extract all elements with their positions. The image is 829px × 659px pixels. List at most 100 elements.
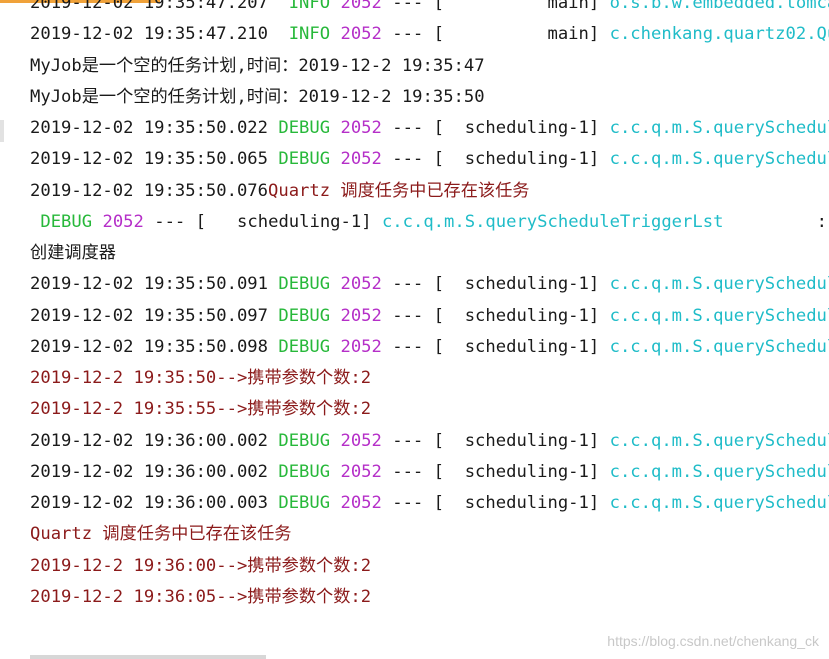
log-level: INFO [288,0,331,13]
log-separator: --- [392,0,424,13]
log-thread-bracket: [ [433,305,444,326]
log-thread: scheduling-1] [464,305,600,326]
log-separator: --- [392,24,424,45]
log-thread: main] [547,24,600,45]
log-separator: --- [392,461,424,482]
log-logger: c.c.q.m.S.querySchedule [609,493,829,513]
console-line: 2019-12-02 19:36:00.002 DEBUG 2052 --- [… [30,457,829,488]
console-line: 2019-12-2 19:35:55-->携带参数个数:2 [30,394,829,425]
log-thread: scheduling-1] [464,430,600,451]
log-timestamp: 2019-12-02 19:35:50.022 [30,118,268,138]
log-logger: c.c.q.m.S.querySchedule [609,336,829,357]
log-timestamp: 2019-12-02 19:35:50.065 [30,149,268,170]
log-thread: scheduling-1] [464,274,600,295]
console-line: 2019-12-02 19:35:50.076Quartz 调度任务中已存在该任… [30,176,829,207]
log-logger: c.c.q.m.S.querySchedule [609,149,829,170]
log-thread-bracket: [ [433,430,444,451]
log-pid: 2052 [340,305,382,326]
log-level: DEBUG [40,211,93,232]
log-thread: scheduling-1] [464,461,600,482]
program-output: Quartz 调度任务中已存在该任务 [268,180,530,201]
console-text: MyJob是一个空的任务计划,时间：2019-12-2 19:35:47 [30,55,485,76]
log-logger: c.c.q.m.S.querySchedule [609,461,829,482]
log-thread-bracket: [ [433,274,444,295]
log-level: DEBUG [278,461,331,482]
log-thread: scheduling-1] [464,493,600,513]
log-logger: c.c.q.m.S.querySchedule [609,118,829,138]
log-separator: --- [392,274,424,295]
log-separator: --- [392,149,424,170]
log-separator: --- [392,118,424,138]
console-line: 2019-12-02 19:35:50.098 DEBUG 2052 --- [… [30,332,829,363]
log-pid: 2052 [340,149,382,170]
log-separator: --- [392,430,424,451]
console-line: DEBUG 2052 --- [ scheduling-1] c.c.q.m.S… [30,207,829,238]
log-logger: c.chenkang.quartz02.Qua [609,24,829,45]
log-thread: scheduling-1] [464,149,600,170]
log-separator: --- [392,305,424,326]
log-pid: 2052 [340,0,382,13]
console-line: 2019-12-2 19:36:00-->携带参数个数:2 [30,551,829,582]
active-tab-indicator [0,0,160,3]
console-line: 2019-12-02 19:35:50.065 DEBUG 2052 --- [… [30,144,829,175]
log-tail: : <== [816,211,827,232]
console-line: 2019-12-02 19:36:00.003 DEBUG 2052 --- [… [30,488,829,519]
log-pid: 2052 [102,211,144,232]
log-pid: 2052 [340,24,382,45]
log-level: DEBUG [278,149,331,170]
console-line: 2019-12-2 19:36:05-->携带参数个数:2 [30,582,829,613]
log-logger: c.c.q.m.S.querySchedule [609,274,829,295]
console-line: 2019-12-2 19:35:50-->携带参数个数:2 [30,363,829,394]
log-timestamp: 2019-12-02 19:35:50.076 [30,180,268,201]
log-logger: c.c.q.m.S.querySchedule [609,305,829,326]
log-thread-bracket: [ [433,0,444,13]
log-thread-bracket: [ [433,118,444,138]
log-thread-bracket: [ [433,461,444,482]
log-level: DEBUG [278,430,331,451]
console-text: 创建调度器 [30,243,116,263]
log-level: DEBUG [278,336,331,357]
console-toolbar-edge [0,0,829,14]
log-thread-bracket: [ [195,211,206,232]
console-line: 2019-12-02 19:35:50.091 DEBUG 2052 --- [… [30,269,829,300]
gutter-marker [0,120,4,142]
console-line: MyJob是一个空的任务计划,时间：2019-12-2 19:35:47 [30,51,829,82]
log-pid: 2052 [340,430,382,451]
log-pid: 2052 [340,274,382,295]
log-thread: scheduling-1] [464,118,600,138]
log-timestamp: 2019-12-02 19:36:00.002 [30,430,268,451]
console-line: 2019-12-02 19:35:47.207 INFO 2052 --- [ … [30,0,829,19]
log-logger: c.c.q.m.S.queryScheduleTriggerLst [381,211,724,232]
program-output: 2019-12-2 19:35:55-->携带参数个数:2 [30,399,372,420]
log-thread-bracket: [ [433,336,444,357]
log-level: INFO [288,24,331,45]
log-timestamp: 2019-12-02 19:36:00.002 [30,461,268,482]
log-timestamp: 2019-12-02 19:35:47.207 [30,0,268,13]
watermark-text: https://blog.csdn.net/chenkang_ck [607,633,819,649]
horizontal-scrollbar-thumb[interactable] [30,655,266,659]
log-timestamp: 2019-12-02 19:35:47.210 [30,24,268,45]
log-thread: scheduling-1] [464,336,600,357]
log-logger: o.s.b.w.embedded.tomcat [609,0,829,13]
console-line: 2019-12-02 19:36:00.002 DEBUG 2052 --- [… [30,426,829,457]
log-lines: 2019-12-02 19:35:47.207 INFO 2052 --- [ … [30,0,829,613]
log-thread: main] [547,0,600,13]
log-thread-bracket: [ [433,24,444,45]
log-timestamp: 2019-12-02 19:35:50.097 [30,305,268,326]
log-pid: 2052 [340,461,382,482]
console-line: 2019-12-02 19:35:50.022 DEBUG 2052 --- [… [30,113,829,144]
log-logger: c.c.q.m.S.querySchedule [609,430,829,451]
log-separator: --- [392,493,424,513]
console-text: MyJob是一个空的任务计划,时间：2019-12-2 19:35:50 [30,86,485,107]
log-pid: 2052 [340,118,382,138]
log-thread-bracket: [ [433,493,444,513]
program-output: 2019-12-2 19:36:05-->携带参数个数:2 [30,586,372,607]
program-output: 2019-12-2 19:35:50-->携带参数个数:2 [30,368,372,388]
console-line: MyJob是一个空的任务计划,时间：2019-12-2 19:35:50 [30,82,829,113]
console-line: 2019-12-02 19:35:50.097 DEBUG 2052 --- [… [30,301,829,332]
log-separator: --- [154,211,186,232]
program-output: 2019-12-2 19:36:00-->携带参数个数:2 [30,555,372,576]
program-output: Quartz 调度任务中已存在该任务 [30,524,292,545]
log-pid: 2052 [340,493,382,513]
